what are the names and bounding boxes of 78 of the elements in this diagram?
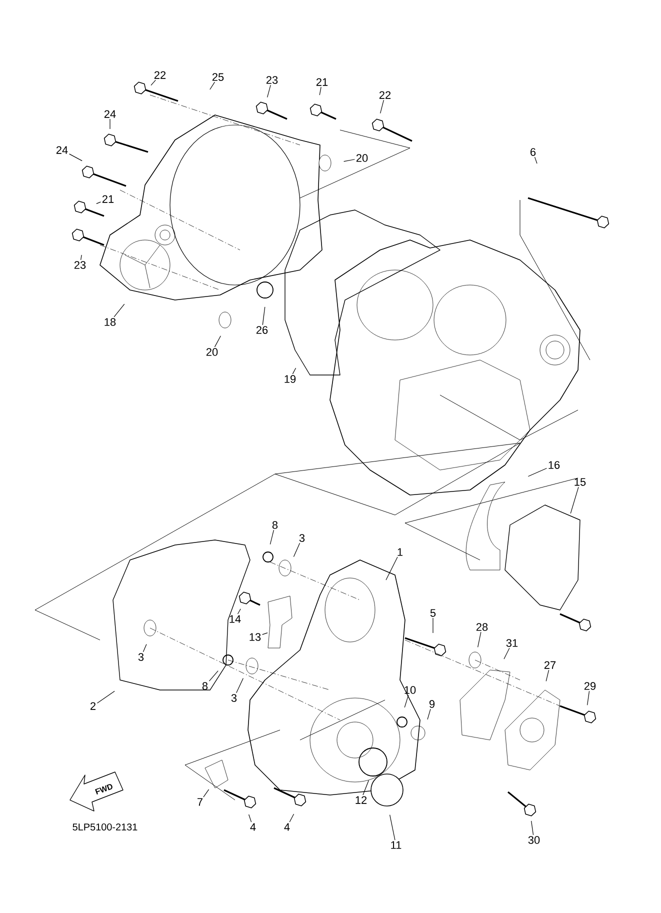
callout-number: 23 [74,261,86,269]
leader-line [150,80,156,86]
leader-line [289,814,294,822]
leader-line [478,632,482,648]
leader-line [587,690,590,706]
callout-number: 11 [391,841,402,849]
leader-line [528,468,547,477]
leader-line [531,820,534,836]
leader-line [427,708,431,720]
leader-line [504,648,510,660]
callout-number: 30 [528,836,540,844]
leader-line [210,82,216,90]
leader-line [534,156,538,164]
callout-number: 28 [476,623,488,631]
callout-number: 29 [584,682,596,690]
callout-number: 16 [548,461,560,469]
leader-line [390,814,396,840]
leader-line [96,690,115,704]
callout-number: 20 [206,348,218,356]
callout-number: 26 [256,326,268,334]
leader-line [69,154,82,162]
leader-line [237,608,241,614]
leader-line [546,670,550,682]
leader-line [570,486,579,514]
callout-number: 21 [316,78,328,86]
callout-number: 8 [202,682,208,690]
callout-number: 19 [284,375,296,383]
leader-line [248,814,252,822]
callout-number: 9 [429,700,435,708]
callout-number: 4 [284,823,290,831]
leader-line [114,304,125,318]
callout-number: 14 [230,615,241,623]
leader-line [386,556,398,580]
callout-number: 1 [398,548,402,556]
leader-line [362,780,369,796]
figure-code: 5LP5100-2131 [72,823,138,831]
leader-line [292,368,296,374]
callout-number: 22 [379,91,391,99]
callout-number: 20 [356,154,368,162]
leader-line [344,159,355,162]
leader-line [262,632,268,635]
callout-number: 18 [104,318,116,326]
callout-number: 5 [430,609,436,617]
callout-number: 3 [138,653,144,661]
leader-line [432,618,434,634]
callout-number: 23 [266,76,278,84]
callout-number: 7 [198,798,202,806]
leader-line [404,694,409,708]
callout-number: 24 [56,146,68,154]
leader-line [214,336,221,348]
callout-number: 6 [530,148,536,156]
callout-number: 3 [299,534,305,542]
leader-line [203,789,210,798]
leader-line [262,306,266,326]
callout-number: 8 [272,521,278,529]
callout-number: 10 [404,686,416,694]
leader-line [96,202,101,204]
callout-number: 13 [250,633,261,641]
leader-line [236,678,244,694]
leader-line [319,86,322,96]
callout-number: 15 [574,478,586,486]
leader-line [142,644,147,652]
leader-line [80,254,82,260]
callout-number: 21 [102,195,114,203]
callout-number: 25 [212,73,224,81]
callout-number: 2 [90,702,96,710]
leader-line [208,670,218,682]
callout-number: 3 [231,694,237,702]
leader-line [270,530,274,545]
callout-number: 24 [104,110,116,118]
callout-number: 31 [506,639,518,647]
callout-number: 27 [544,661,556,669]
leader-line [267,84,271,98]
callout-number: 12 [356,796,367,804]
callout-number: 22 [154,71,166,79]
leader-line [380,100,384,114]
callout-number: 4 [250,823,256,831]
leader-line [293,542,300,558]
